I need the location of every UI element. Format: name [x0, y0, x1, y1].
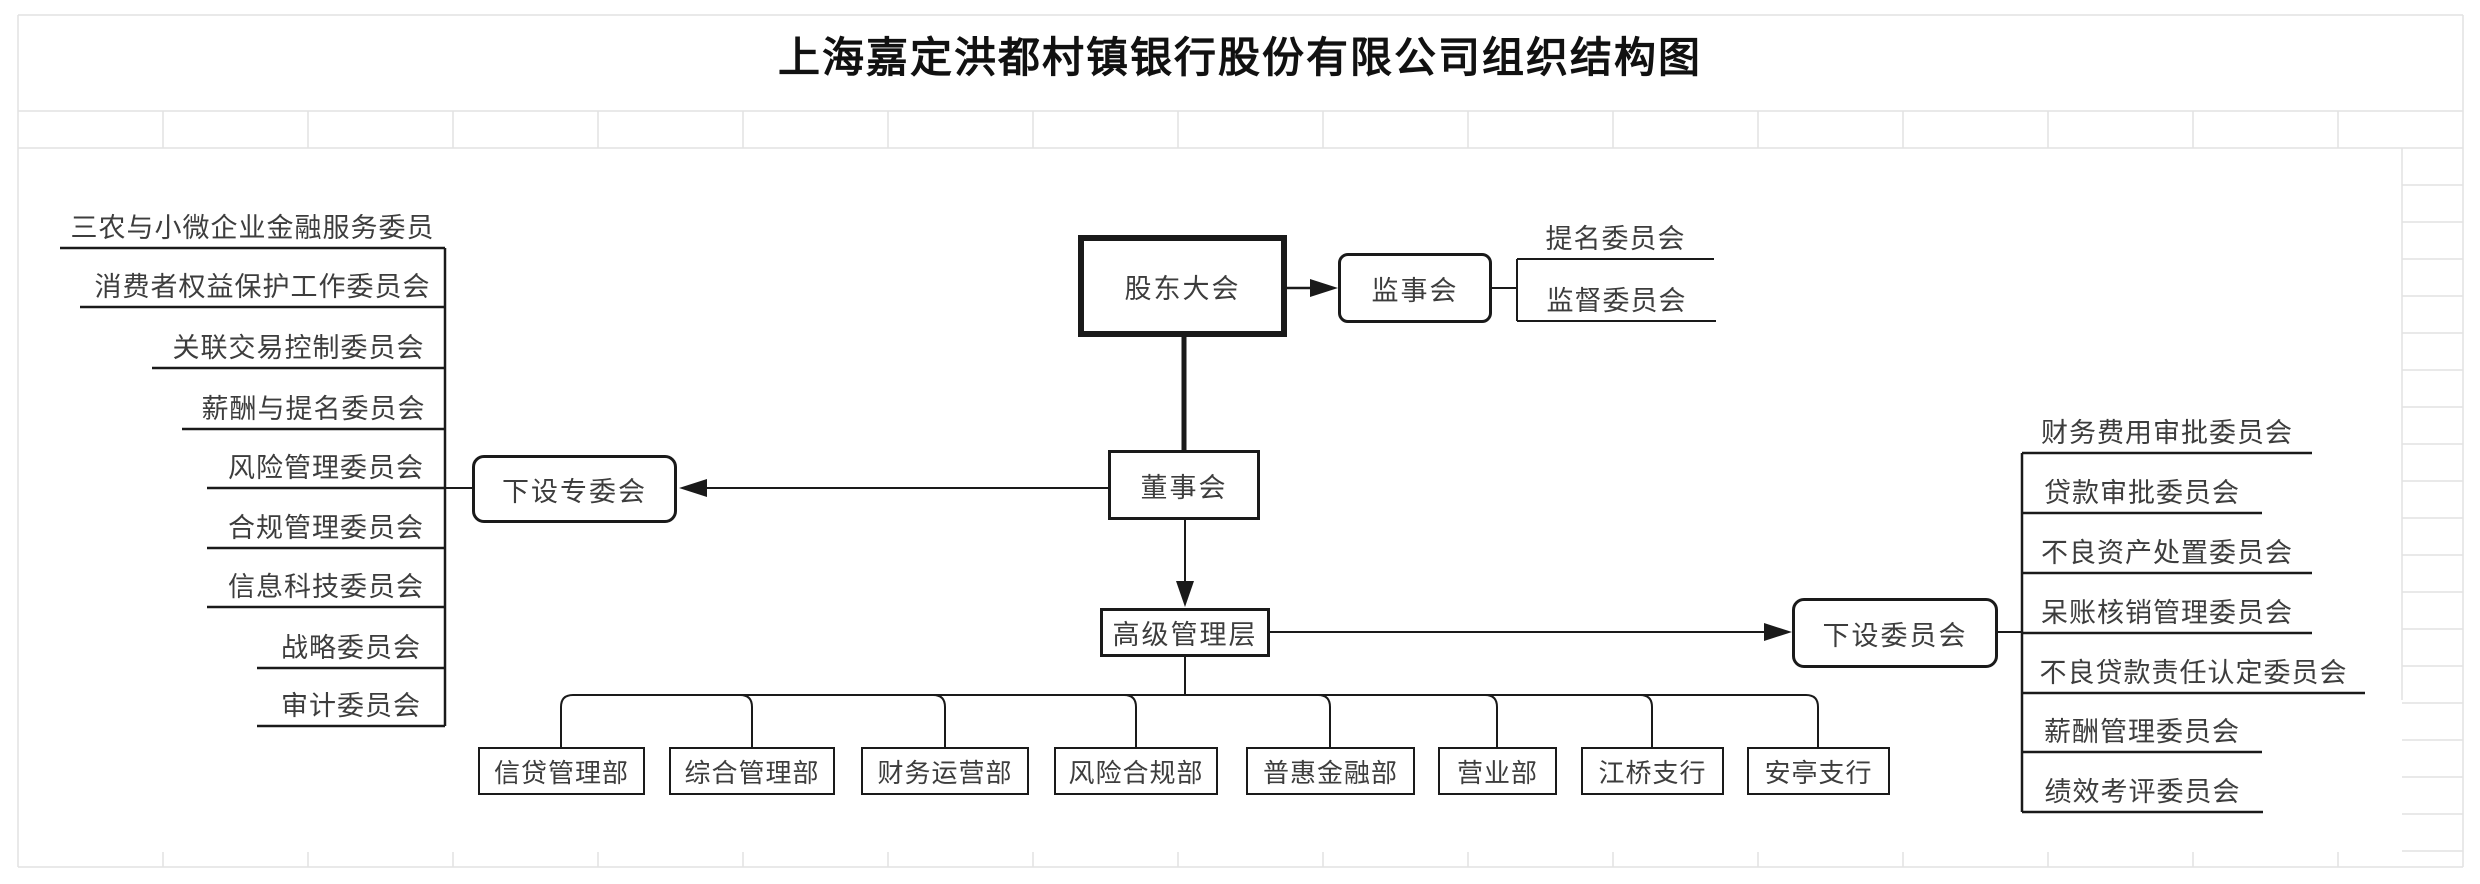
drop-dept-4 [1123, 694, 1137, 747]
node-dept-inclusive-finance: 普惠金融部 [1246, 747, 1415, 795]
grid-lines [17, 14, 2464, 868]
node-shareholders-meeting: 股东大会 [1078, 235, 1287, 337]
left-committee-item: 战略委员会 [281, 633, 421, 663]
node-special-committees: 下设专委会 [472, 455, 677, 523]
left-underlines [60, 246, 445, 728]
node-dept-credit-management: 信贷管理部 [478, 747, 645, 795]
left-committee-item: 关联交易控制委员会 [172, 333, 425, 363]
arrowhead-special-committees [679, 479, 707, 497]
right-underlines [2022, 451, 2365, 814]
node-branch-jiangqiao: 江桥支行 [1581, 747, 1724, 795]
distribution-line [560, 694, 1819, 747]
left-committee-item: 薪酬与提名委员会 [201, 394, 426, 424]
left-committee-item: 风险管理委员会 [228, 453, 424, 483]
node-dept-business: 营业部 [1438, 747, 1557, 795]
node-branch-anting: 安亭支行 [1747, 747, 1890, 795]
right-committee-item: 财务费用审批委员会 [2041, 418, 2293, 448]
left-committee-item: 审计委员会 [281, 691, 421, 721]
drop-dept-2 [739, 694, 753, 747]
left-committee-item: 三农与小微企业金融服务委员 [70, 213, 435, 243]
arrowhead-senior-management [1176, 581, 1194, 607]
page-title: 上海嘉定洪都村镇银行股份有限公司组织结构图 [777, 36, 1702, 82]
left-committee-item: 消费者权益保护工作委员会 [94, 272, 431, 302]
node-sub-committees: 下设委员会 [1792, 598, 1998, 668]
label-supervision-committee: 监督委员会 [1546, 286, 1687, 316]
label-nomination-committee: 提名委员会 [1545, 224, 1686, 254]
right-committee-item: 不良资产处置委员会 [2041, 538, 2293, 568]
node-dept-general-management: 综合管理部 [669, 747, 835, 795]
node-senior-management: 高级管理层 [1100, 608, 1270, 657]
drop-dept-6 [1484, 694, 1498, 747]
drop-dept-3 [932, 694, 946, 747]
right-committee-item: 呆账核销管理委员会 [2041, 598, 2293, 628]
arrowhead-sub-committees [1764, 623, 1792, 641]
right-committee-item: 贷款审批委员会 [2044, 478, 2240, 508]
right-committee-item: 薪酬管理委员会 [2044, 717, 2240, 747]
drop-dept-7 [1639, 694, 1653, 747]
drop-dept-5 [1317, 694, 1331, 747]
right-committee-item: 绩效考评委员会 [2044, 777, 2241, 807]
arrowhead-supervisors [1310, 279, 1338, 297]
left-committee-item: 合规管理委员会 [228, 513, 424, 543]
node-dept-finance-operations: 财务运营部 [861, 747, 1029, 795]
node-board-of-directors: 董事会 [1108, 450, 1260, 520]
node-board-of-supervisors: 监事会 [1338, 253, 1492, 323]
node-dept-risk-compliance: 风险合规部 [1054, 747, 1218, 795]
right-committee-item: 不良贷款责任认定委员会 [2039, 658, 2348, 688]
supervisors-bracket [1492, 258, 1716, 322]
left-committee-item: 信息科技委员会 [228, 572, 424, 602]
